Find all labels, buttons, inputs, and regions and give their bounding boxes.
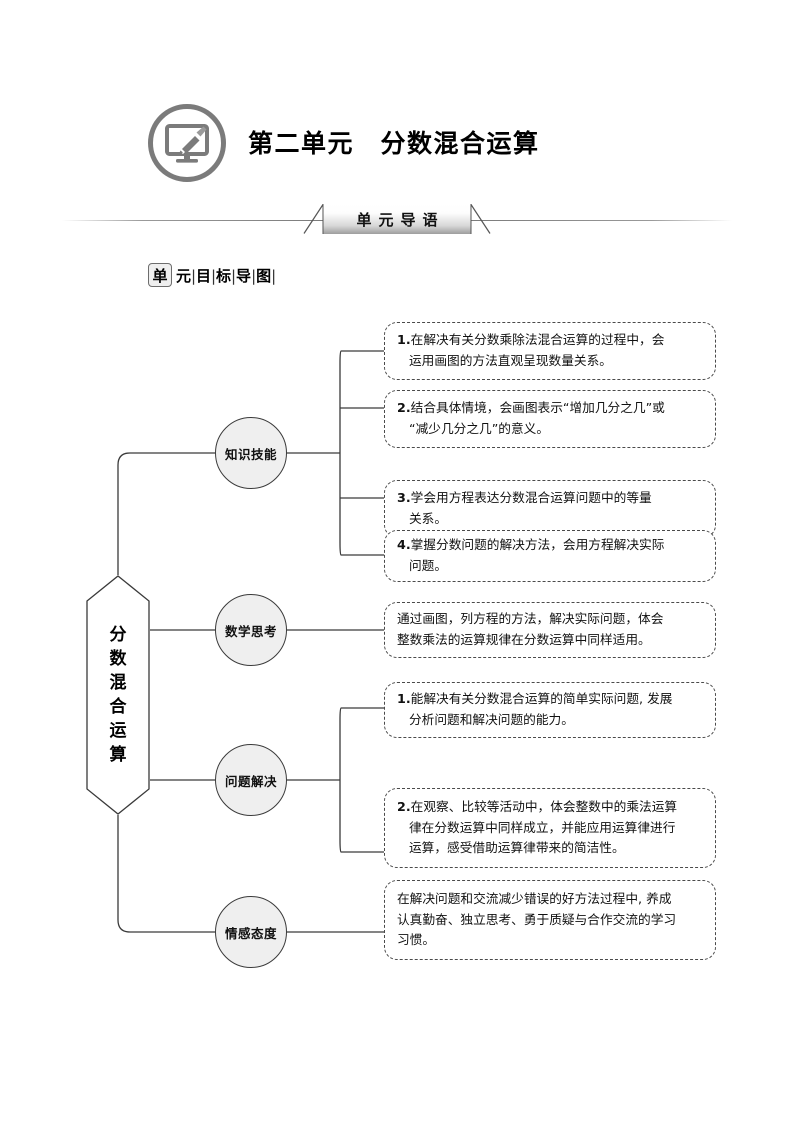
section-label-unit-goal-map: 单 元|目|标|导|图| — [148, 262, 276, 288]
root-char-4: 运 — [109, 720, 127, 741]
root-node-label: 分 数 混 合 运 算 — [86, 575, 150, 815]
leaf-box: 2.结合具体情境，会画图表示“增加几分之几”或 “减少几分之几”的意义。 — [384, 390, 716, 448]
leaf-text: 1.在解决有关分数乘除法混合运算的过程中，会运用画图的方法直观呈现数量关系。 — [397, 330, 664, 371]
leaf-line-1: 问题。 — [409, 558, 448, 573]
leaf-line-0: 在解决问题和交流减少错误的好方法过程中, 养成 — [397, 891, 672, 907]
section-label-sep-2: | — [231, 266, 237, 285]
leaf-text: 2.结合具体情境，会画图表示“增加几分之几”或 “减少几分之几”的意义。 — [397, 398, 665, 439]
leaf-line-1: 分析问题和解决问题的能力。 — [409, 712, 574, 727]
leaf-box: 2.在观察、比较等活动中，体会整数中的乘法运算律在分数运算中同样成立，并能应用运… — [384, 788, 716, 868]
connector-branch2-bottom-curve — [339, 839, 352, 853]
leaf-line-1: 关系。 — [409, 511, 448, 526]
page-title: 第二单元 分数混合运算 — [248, 128, 540, 158]
leaf-line-0: 在解决有关分数乘除法混合运算的过程中，会 — [410, 332, 665, 348]
unit-guide-banner: 单元导语 — [62, 204, 732, 244]
section-label-char-2: 标 — [216, 266, 232, 285]
leaf-line-0: 掌握分数问题的解决方法，会用方程解决实际 — [410, 537, 665, 553]
leaf-text: 3.学会用方程表达分数混合运算问题中的等量关系。 — [397, 488, 652, 529]
leaf-line-0: 通过画图，列方程的方法，解决实际问题，体会 — [397, 611, 664, 627]
branch-node-knowledge-skill: 知识技能 — [215, 417, 287, 489]
connector-root-to-branch-3 — [117, 815, 215, 933]
leaf-line-0: 结合具体情境，会画图表示“增加几分之几”或 — [410, 400, 665, 416]
section-label-rest: 元|目|标|导|图| — [176, 265, 276, 286]
section-label-char-4: 图 — [256, 266, 272, 285]
banner-label: 单元导语 — [356, 210, 445, 229]
connector-branch2-top-curve — [339, 707, 352, 721]
root-hexagon-shape — [86, 575, 150, 815]
leaf-line-1: 认真勤奋、独立思考、勇于质疑与合作交流的学习 — [397, 911, 677, 927]
connector-root-to-branch-0 — [117, 452, 215, 575]
leaf-text: 2.在观察、比较等活动中，体会整数中的乘法运算律在分数运算中同样成立，并能应用运… — [397, 797, 677, 859]
leaf-num: 3. — [397, 490, 411, 506]
connector-branch0-bottom-curve — [339, 542, 352, 556]
icon-ring — [148, 104, 226, 182]
leaf-box: 在解决问题和交流减少错误的好方法过程中, 养成认真勤奋、独立思考、勇于质疑与合作… — [384, 880, 716, 960]
leaf-line-2: 运算，感受借助运算律带来的简洁性。 — [409, 840, 625, 856]
leaf-box: 4.掌握分数问题的解决方法，会用方程解决实际问题。 — [384, 530, 716, 582]
branch-node-emotion-attitude: 情感态度 — [215, 896, 287, 968]
root-char-0: 分 — [109, 624, 127, 645]
mindmap-root-node: 分 数 混 合 运 算 — [86, 575, 150, 815]
branch-node-problem-solving: 问题解决 — [215, 744, 287, 816]
leaf-num: 2. — [397, 799, 411, 815]
section-label-sep-0: | — [191, 266, 197, 285]
leaf-num: 1. — [397, 332, 411, 348]
section-label-sep-3: | — [251, 266, 257, 285]
root-char-3: 合 — [109, 696, 127, 717]
leaf-num: 2. — [397, 400, 411, 416]
leaf-line-1: 运用画图的方法直观呈现数量关系。 — [409, 353, 612, 368]
ribbon-left-flange — [303, 204, 324, 234]
leaf-line-0: 在观察、比较等活动中，体会整数中的乘法运算 — [410, 799, 678, 815]
leaf-box: 3.学会用方程表达分数混合运算问题中的等量关系。 — [384, 480, 716, 538]
monitor-brush-icon — [148, 104, 226, 182]
ribbon-right-flange — [470, 204, 491, 234]
connector-branch0-top-curve — [339, 350, 352, 364]
monitor-brush-glyph — [165, 124, 209, 163]
banner-ribbon: 单元导语 — [303, 204, 491, 234]
leaf-text: 1.能解决有关分数混合运算的简单实际问题, 发展分析问题和解决问题的能力。 — [397, 689, 672, 730]
section-label-sep-4: | — [271, 266, 277, 285]
leaf-text: 在解决问题和交流减少错误的好方法过程中, 养成认真勤奋、独立思考、勇于质疑与合作… — [397, 889, 676, 951]
leaf-num: 4. — [397, 537, 411, 553]
section-label-char-0: 元 — [176, 266, 192, 285]
leaf-box: 通过画图，列方程的方法，解决实际问题，体会整数乘法的运算规律在分数运算中同样适用… — [384, 602, 716, 658]
root-char-1: 数 — [109, 648, 127, 669]
leaf-line-1: 律在分数运算中同样成立，并能应用运算律进行 — [409, 819, 676, 835]
branch-node-math-thinking: 数学思考 — [215, 594, 287, 666]
section-label-char-1: 目 — [196, 266, 212, 285]
leaf-num: 1. — [397, 691, 411, 707]
leaf-box: 1.在解决有关分数乘除法混合运算的过程中，会运用画图的方法直观呈现数量关系。 — [384, 322, 716, 380]
leaf-line-1: “减少几分之几”的意义。 — [409, 421, 550, 436]
unit-goal-mindmap: 分 数 混 合 运 算 知识技能 数学思考 问题解决 情感态度 1.在解决有关分… — [0, 290, 794, 990]
section-label-sep-1: | — [211, 266, 217, 285]
leaf-text: 4.掌握分数问题的解决方法，会用方程解决实际问题。 — [397, 535, 664, 576]
section-label-boxed-char: 单 — [148, 263, 172, 287]
leaf-line-2: 习惯。 — [397, 932, 436, 948]
leaf-text: 通过画图，列方程的方法，解决实际问题，体会整数乘法的运算规律在分数运算中同样适用… — [397, 609, 663, 650]
unit-header: 第二单元 分数混合运算 — [148, 104, 540, 182]
root-char-2: 混 — [109, 672, 127, 693]
leaf-line-0: 能解决有关分数混合运算的简单实际问题, 发展 — [410, 691, 673, 707]
root-char-5: 算 — [109, 744, 127, 765]
leaf-line-0: 学会用方程表达分数混合运算问题中的等量 — [410, 490, 652, 506]
section-label-char-3: 导 — [236, 266, 252, 285]
leaf-line-1: 整数乘法的运算规律在分数运算中同样适用。 — [397, 632, 651, 647]
leaf-box: 1.能解决有关分数混合运算的简单实际问题, 发展分析问题和解决问题的能力。 — [384, 682, 716, 738]
